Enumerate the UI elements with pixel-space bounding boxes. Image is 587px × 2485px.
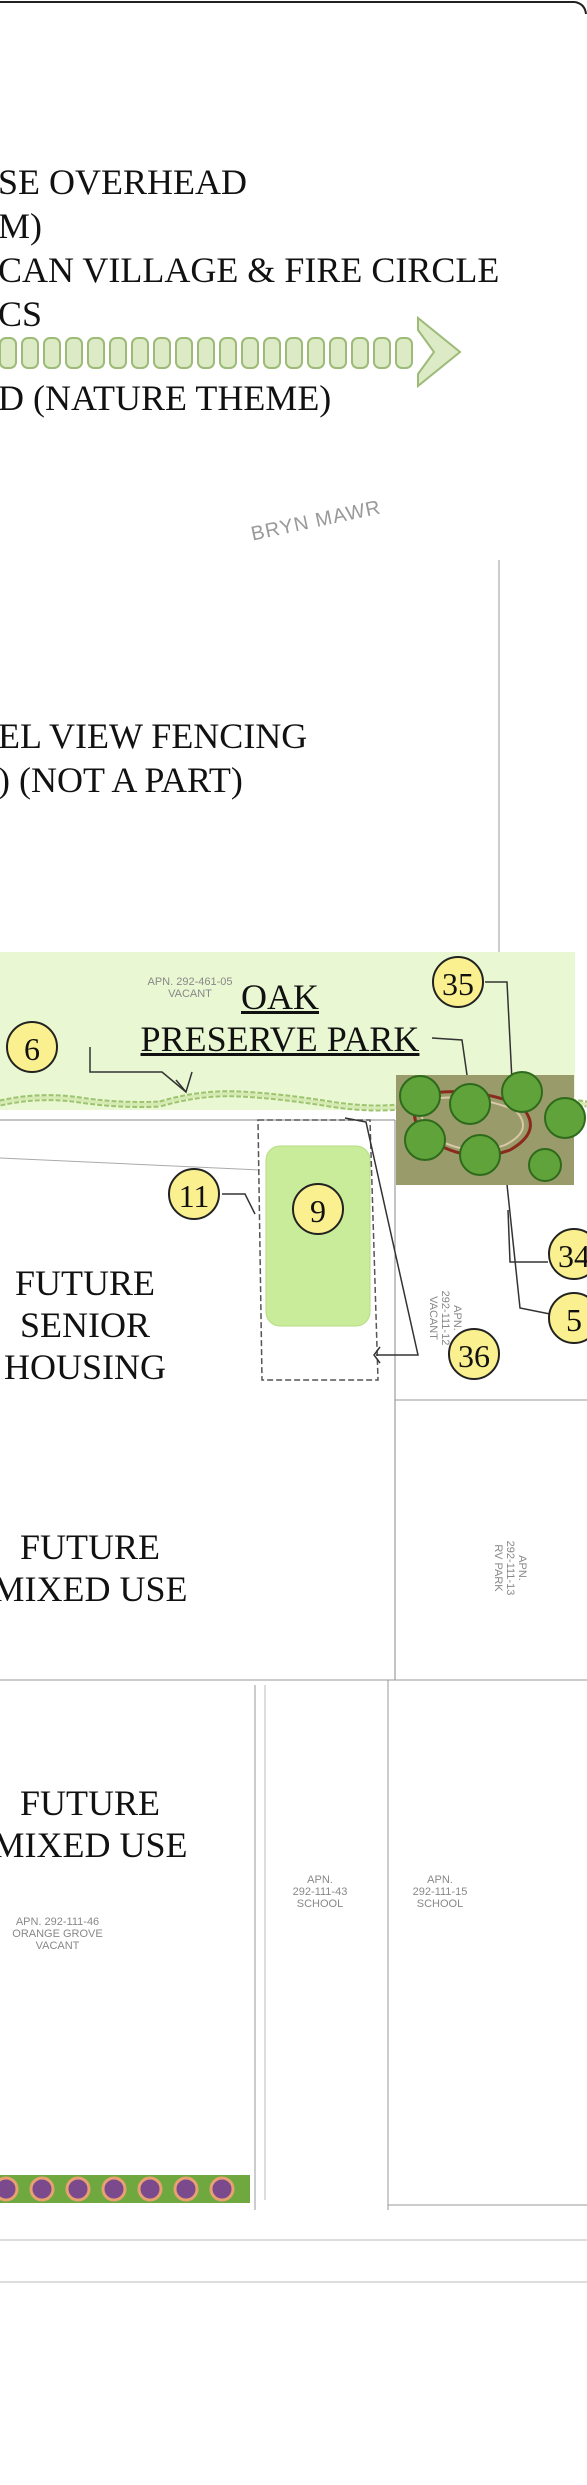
parcel-4-line-1: APN. (307, 1874, 333, 1886)
legend-item-6: EL VIEW FENCING (0, 716, 308, 756)
legend-dashed-arrow-icon (0, 315, 462, 389)
parcel-1-line-3: VACANT (427, 1296, 439, 1340)
legend-item-2: M) (0, 206, 42, 246)
parcel-2-line-1: APN. (516, 1555, 528, 1581)
senior-housing-line-1: FUTURE (14, 1263, 155, 1303)
park-apn-status: VACANT (168, 988, 212, 1000)
callout-35[interactable]: 35 (432, 956, 484, 1008)
parcel-label-school-1: APN. 292-111-43 SCHOOL (280, 1874, 360, 1910)
mixed-use-2-line-2: MIXED USE (0, 1825, 188, 1865)
flower-shrub-row-icon (0, 2175, 250, 2203)
mixed-use-1-line-1: FUTURE (19, 1527, 160, 1567)
senior-housing-label: FUTURE SENIOR HOUSING (0, 1262, 180, 1388)
callout-34[interactable]: 34 (548, 1228, 587, 1280)
parcel-3-line-2: ORANGE GROVE (12, 1928, 103, 1940)
senior-housing-line-3: HOUSING (4, 1347, 166, 1387)
park-apn-number: APN. 292-461-05 (147, 976, 233, 988)
legend-item-7: ) (NOT A PART) (0, 760, 243, 800)
callout-5[interactable]: 5 (548, 1292, 587, 1344)
legend-item-1: SE OVERHEAD (0, 162, 247, 202)
callout-11[interactable]: 11 (168, 1168, 220, 1220)
callout-36[interactable]: 36 (448, 1328, 500, 1380)
callout-9[interactable]: 9 (292, 1183, 344, 1235)
parcel-5-line-3: SCHOOL (416, 1898, 464, 1910)
oak-grove-trees-icon (396, 1071, 586, 1185)
callout-6[interactable]: 6 (6, 1021, 58, 1073)
lawn-area (265, 1145, 371, 1327)
parcel-2-line-2: 292-111-13 (504, 1540, 516, 1596)
parcel-label-orange-grove: APN. 292-111-46 ORANGE GROVE VACANT (0, 1916, 115, 1952)
parcel-4-line-2: 292-111-43 (292, 1886, 348, 1898)
parcel-label-rv-park: APN. 292-111-13 RV PARK (492, 1528, 528, 1608)
mixed-use-label-1: FUTURE MIXED USE (0, 1526, 210, 1610)
parcel-3-line-1: APN. 292-111-46 (15, 1916, 100, 1928)
parcel-3-line-3: VACANT (35, 1940, 80, 1952)
parcel-5-line-2: 292-111-15 (412, 1886, 468, 1898)
park-name-line-2: PRESERVE PARK (140, 1019, 420, 1059)
legend-item-5: D (NATURE THEME) (0, 378, 332, 418)
legend-item-3: CAN VILLAGE & FIRE CIRCLE (0, 250, 500, 290)
parcel-5-line-1: APN. (427, 1874, 453, 1886)
senior-housing-line-2: SENIOR (19, 1305, 150, 1345)
parcel-4-line-3: SCHOOL (296, 1898, 344, 1910)
mixed-use-1-line-2: MIXED USE (0, 1569, 188, 1609)
parcel-2-line-3: RV PARK (492, 1544, 504, 1592)
park-name-line-1: OAK (241, 977, 319, 1017)
mixed-use-label-2: FUTURE MIXED USE (0, 1782, 210, 1866)
park-apn: APN. 292-461-05 VACANT (140, 976, 240, 1000)
mixed-use-2-line-1: FUTURE (19, 1783, 160, 1823)
parcel-label-school-2: APN. 292-111-15 SCHOOL (400, 1874, 480, 1910)
legend-item-4: CS (0, 294, 43, 334)
